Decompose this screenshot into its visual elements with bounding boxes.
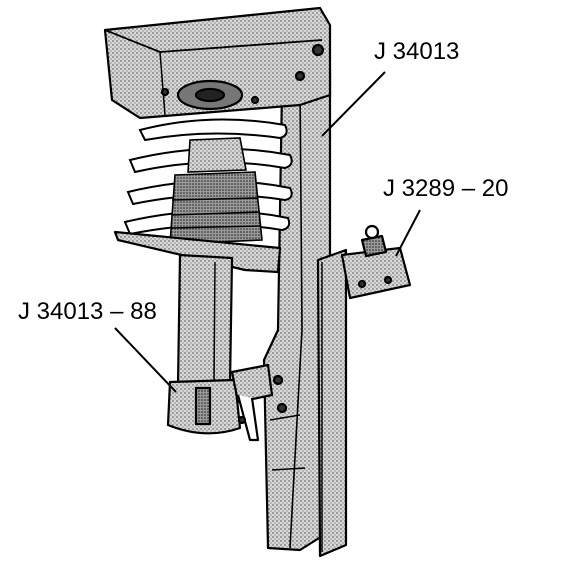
leader-strut-adapter bbox=[114, 327, 177, 393]
strut-adapter bbox=[166, 363, 288, 442]
upper-mount-bracket bbox=[103, 6, 332, 120]
leader-lines bbox=[114, 71, 421, 393]
callout-vise-mount: J 3289 – 20 bbox=[383, 175, 509, 202]
leader-vise-mount bbox=[395, 209, 421, 257]
strut-body bbox=[176, 253, 234, 387]
leader-holding-fixture bbox=[321, 71, 386, 137]
dust-boot bbox=[169, 137, 263, 245]
callout-strut-adapter: J 34013 – 88 bbox=[18, 298, 157, 325]
holding-fixture-column bbox=[262, 68, 348, 558]
lower-spring-seat bbox=[113, 230, 282, 274]
vise-mount bbox=[340, 224, 412, 300]
callout-holding-fixture: J 34013 bbox=[374, 38, 460, 65]
